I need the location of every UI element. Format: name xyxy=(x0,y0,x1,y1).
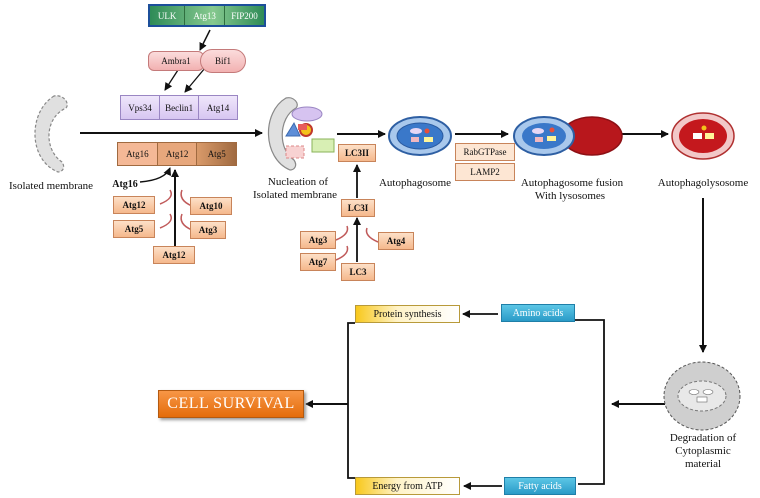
vps34-label: Vps34 xyxy=(120,95,161,120)
vps34-complex: Vps34 Beclin1 Atg14 xyxy=(120,95,238,120)
degradation-label-2: Cytoplasmic xyxy=(675,445,731,457)
beclin1-label: Beclin1 xyxy=(160,95,200,120)
arrow-ambra1-vps xyxy=(164,69,179,91)
atg14-label: Atg14 xyxy=(199,95,238,120)
fusion-label-1: Autophagosome fusion xyxy=(520,177,624,189)
atg16-label: Atg16 xyxy=(112,179,138,190)
atg7-box: Atg7 xyxy=(300,253,336,271)
arrow-atg16 xyxy=(139,167,171,183)
lc3-box: LC3 xyxy=(341,263,375,281)
amino-acids-box: Amino acids xyxy=(501,304,575,322)
arrow-ulk-bif1 xyxy=(199,29,211,51)
degradation-label-3: material xyxy=(684,458,722,470)
fatty-acids-box: Fatty acids xyxy=(504,477,576,495)
autophagosome-label: Autophagosome xyxy=(378,177,452,189)
ulk-label: ULK xyxy=(157,10,177,21)
protein-synthesis-box: Protein synthesis xyxy=(355,305,460,323)
bif1-box: Bif1 xyxy=(200,49,246,73)
fip200-label: FIP200 xyxy=(224,6,264,25)
atg3-box-a: Atg3 xyxy=(190,221,226,239)
atg4-box: Atg4 xyxy=(378,232,414,250)
left-bracket xyxy=(347,322,355,479)
nucleation-label-2: Isolated membrane xyxy=(253,189,337,201)
lc3ii-box: LC3II xyxy=(338,144,376,162)
atg12-cell: Atg12 xyxy=(157,142,198,166)
energy-box: Energy from ATP xyxy=(355,477,460,495)
right-bracket xyxy=(575,319,605,485)
lamp2-box: LAMP2 xyxy=(455,163,515,181)
isolated-membrane-label: Isolated membrane xyxy=(9,180,93,192)
autophagolysosome-label: Autophagolysosome xyxy=(657,177,749,189)
atg5-cell: Atg5 xyxy=(197,142,237,166)
fusion-label-2: With lysosomes xyxy=(534,190,606,202)
lc3i-box: LC3I xyxy=(341,199,375,217)
atg12-box-b: Atg12 xyxy=(153,246,195,264)
atg10-box: Atg10 xyxy=(190,197,232,215)
cell-survival-box: CELL SURVIVAL xyxy=(158,390,304,418)
nucleation-label-1: Nucleation of xyxy=(267,176,329,188)
rabgtpase-box: RabGTPase xyxy=(455,143,515,161)
ulk-complex: ULK Atg13 FIP200 xyxy=(148,4,266,27)
atg5-box: Atg5 xyxy=(113,220,155,238)
degradation-label-1: Degradation of xyxy=(669,432,737,444)
ambra1-box: Ambra1 xyxy=(148,51,204,71)
atg16-cell: Atg16 xyxy=(117,142,158,166)
atg12-box-a: Atg12 xyxy=(113,196,155,214)
atg13-label: Atg13 xyxy=(184,6,224,25)
atg16-complex: Atg16 Atg12 Atg5 xyxy=(117,142,237,166)
atg3-box-b: Atg3 xyxy=(300,231,336,249)
